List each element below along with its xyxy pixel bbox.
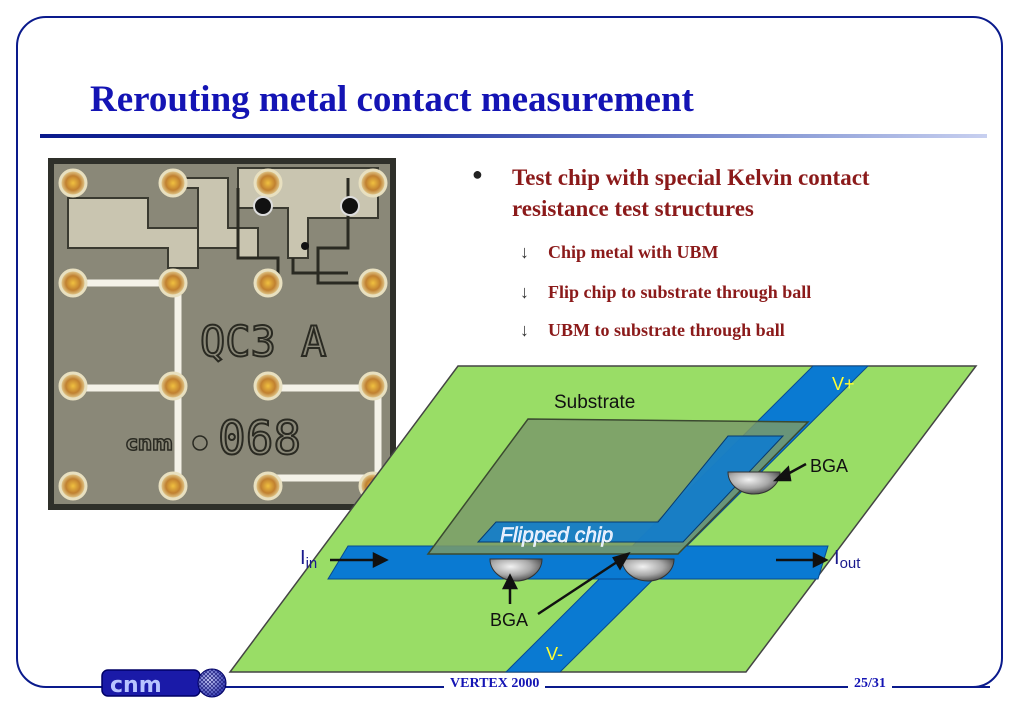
v-minus-label: V-: [546, 644, 563, 664]
bga-top-label: BGA: [810, 456, 848, 476]
sub-bullet-2: ↓ Flip chip to substrate through ball: [520, 282, 811, 303]
v-plus-label: V+: [832, 374, 855, 394]
bullet-dot-icon: ●: [472, 164, 483, 184]
title-underline: [40, 134, 987, 138]
cnm-logo: cnm: [101, 668, 227, 698]
footer-rule-right: [900, 686, 990, 688]
i-out-label: I: [834, 547, 840, 569]
chip-trace: [476, 435, 785, 543]
sub-bullet-3: ↓ UBM to substrate through ball: [520, 320, 785, 341]
footer-rule-left: [230, 686, 446, 688]
sub-bullet-3-text: UBM to substrate through ball: [548, 320, 785, 340]
footer-rule-middle: [572, 686, 852, 688]
svg-text:Iin: Iin: [300, 547, 317, 572]
chip-photo: QC3 A cnm 068: [48, 158, 396, 510]
chip-serial-text: 068: [218, 411, 301, 465]
chip-label-text: QC3 A: [200, 317, 326, 366]
sub-bullet-1-text: Chip metal with UBM: [548, 242, 719, 262]
i-in-label: I: [300, 547, 306, 569]
down-arrow-icon: ↓: [520, 242, 529, 262]
bond-pads: [58, 168, 388, 501]
i-in-subscript: in: [306, 555, 318, 572]
sub-bullet-2-text: Flip chip to substrate through ball: [548, 282, 812, 302]
footer-page-number: 25/31: [848, 676, 892, 692]
chip-logo-text: cnm: [126, 431, 173, 455]
down-arrow-icon: ↓: [520, 282, 529, 302]
slide-title: Rerouting metal contact measurement: [90, 79, 694, 120]
sub-bullet-1: ↓ Chip metal with UBM: [520, 242, 719, 263]
cnm-logo-text: cnm: [110, 673, 162, 698]
i-out-subscript: out: [840, 555, 862, 572]
flip-chip-diagram: Substrate Flipped chip V+ V- BGA BGA Iin…: [228, 365, 978, 673]
flipped-chip: [426, 418, 810, 555]
svg-text:Iout: Iout: [834, 547, 861, 572]
bga-bottom-label: BGA: [490, 610, 528, 630]
bullet-main: ● Test chip with special Kelvin contact …: [472, 162, 958, 224]
down-arrow-icon: ↓: [520, 320, 529, 340]
substrate-label: Substrate: [554, 392, 635, 413]
footer-event: VERTEX 2000: [444, 676, 546, 692]
flipped-chip-label: Flipped chip: [500, 524, 613, 547]
bullet-main-text: Test chip with special Kelvin contact re…: [512, 165, 870, 222]
